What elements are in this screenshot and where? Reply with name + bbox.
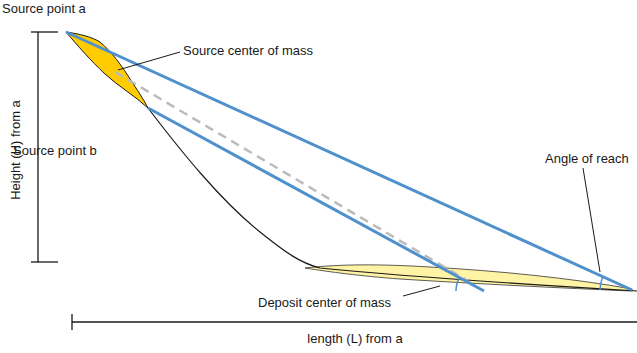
reach-line (148, 108, 484, 291)
callout-label: Angle of reach (545, 151, 629, 166)
leader-lines (118, 52, 600, 296)
point-label: Source point a (2, 1, 86, 16)
axis-label: length (L) from a (307, 331, 402, 346)
point-label: Source point b (13, 143, 97, 158)
callout-label: Source center of mass (183, 43, 313, 58)
angle-arc (600, 277, 603, 290)
reach-line (66, 32, 632, 290)
axis-label: Height (H) from a (8, 100, 23, 200)
source-mass (66, 32, 148, 108)
callout-label: Deposit center of mass (258, 295, 391, 310)
center-of-mass-line (115, 72, 468, 281)
length-bracket (72, 314, 637, 330)
angle-arc (456, 278, 459, 291)
